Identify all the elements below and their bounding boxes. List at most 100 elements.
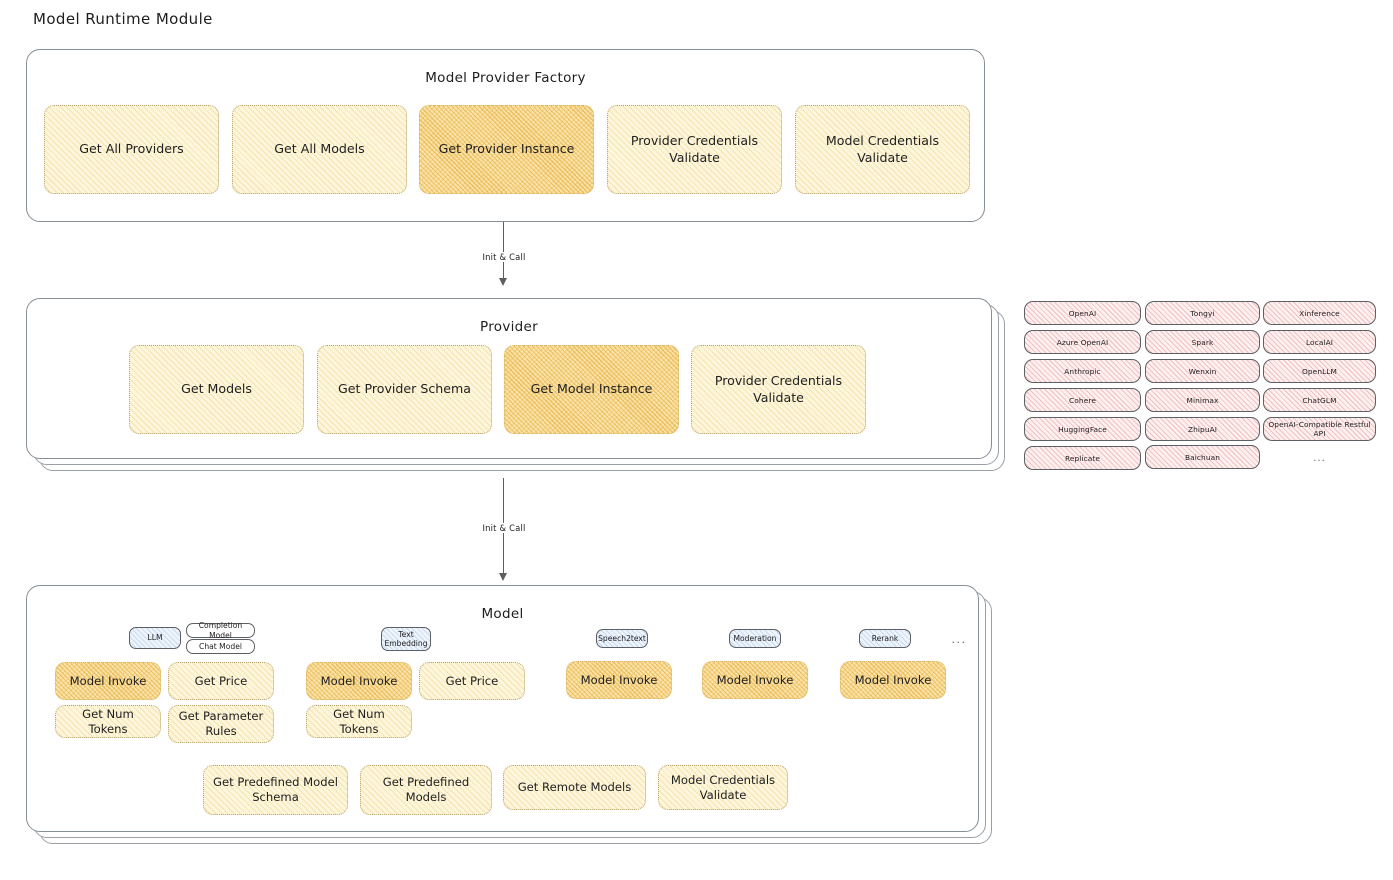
factory-item-label: Get All Providers [79, 141, 184, 157]
model-subtag-chat-model[interactable]: Chat Model [186, 639, 255, 654]
model-group-tag-label: Moderation [733, 633, 777, 643]
model-op-label: Model Invoke [69, 673, 147, 688]
connector-2-label: Init & Call [462, 523, 546, 533]
model-op-text-embedding-get-price[interactable]: Get Price [419, 662, 525, 700]
provider-chip-tongyi[interactable]: Tongyi [1145, 301, 1260, 325]
model-op-rerank-model-invoke[interactable]: Model Invoke [840, 661, 946, 699]
factory-item-label: Model Credentials Validate [825, 133, 940, 165]
provider-chip-openai-compatible-restful-api[interactable]: OpenAI-Compatible Restful API [1263, 417, 1376, 441]
provider-chip-label: ChatGLM [1302, 395, 1337, 405]
model-op-text-embedding-model-invoke[interactable]: Model Invoke [306, 662, 412, 700]
model-op-llm-model-invoke[interactable]: Model Invoke [55, 662, 161, 700]
provider-chip-chatglm[interactable]: ChatGLM [1263, 388, 1376, 412]
factory-item-get-all-providers[interactable]: Get All Providers [44, 105, 219, 194]
page-title: Model Runtime Module [33, 10, 213, 28]
model-common-op-label: Get Predefined Model Schema [213, 775, 338, 804]
model-common-op-label: Model Credentials Validate [670, 772, 776, 802]
model-group-tag-label: Speech2text [598, 633, 646, 643]
model-op-llm-get-price[interactable]: Get Price [168, 662, 274, 700]
provider-item-label: Provider Credentials Validate [714, 373, 843, 405]
model-common-op-get-predefined-models[interactable]: Get Predefined Models [360, 765, 492, 815]
provider-chip-label: OpenAI-Compatible Restful API [1268, 420, 1371, 438]
provider-chip-label: OpenAI [1068, 308, 1097, 318]
model-subtag-label: Chat Model [199, 641, 242, 651]
provider-chip-label: Spark [1191, 337, 1214, 347]
model-common-op-label: Get Remote Models [517, 780, 632, 795]
provider-item-label: Get Model Instance [530, 381, 653, 397]
model-group-tag-text-embedding[interactable]: Text Embedding [381, 627, 431, 651]
provider-chip-anthropic[interactable]: Anthropic [1024, 359, 1141, 383]
factory-item-label: Get All Models [274, 141, 365, 157]
provider-chip-replicate[interactable]: Replicate [1024, 446, 1141, 470]
model-op-speech2text-model-invoke[interactable]: Model Invoke [566, 661, 672, 699]
model-group-tag-llm[interactable]: LLM [129, 627, 181, 649]
model-op-label: Get Price [194, 673, 248, 688]
connector-1-line [503, 222, 505, 280]
factory-item-provider-credentials-validate[interactable]: Provider Credentials Validate [607, 105, 782, 194]
provider-chip-localai[interactable]: LocalAI [1263, 330, 1376, 354]
model-group-tag-moderation[interactable]: Moderation [729, 629, 781, 648]
provider-item-label: Get Provider Schema [338, 381, 471, 397]
provider-chip-label: LocalAI [1305, 337, 1334, 347]
model-op-moderation-model-invoke[interactable]: Model Invoke [702, 661, 808, 699]
model-op-llm-get-num-tokens[interactable]: Get Num Tokens [55, 705, 161, 738]
model-op-label: Get Parameter Rules [178, 709, 264, 738]
provider-title: Provider [480, 319, 538, 335]
provider-chip-label: OpenLLM [1301, 366, 1338, 376]
provider-chip-zhipuai[interactable]: ZhipuAI [1145, 417, 1260, 441]
model-group-tag-rerank[interactable]: Rerank [859, 629, 911, 648]
provider-chip-wenxin[interactable]: Wenxin [1145, 359, 1260, 383]
factory-item-label: Provider Credentials Validate [630, 133, 759, 165]
model-group-tag-label: Text Embedding [384, 629, 428, 648]
provider-chip-minimax[interactable]: Minimax [1145, 388, 1260, 412]
model-groups-more-ellipsis: ... [951, 632, 967, 646]
model-op-text-embedding-get-num-tokens[interactable]: Get Num Tokens [306, 705, 412, 738]
provider-chip-label: Minimax [1186, 395, 1219, 405]
provider-chip-label: ZhipuAI [1187, 424, 1218, 434]
provider-chip-cohere[interactable]: Cohere [1024, 388, 1141, 412]
model-common-op-model-credentials-validate[interactable]: Model Credentials Validate [658, 765, 788, 810]
provider-chip-azure-openai[interactable]: Azure OpenAI [1024, 330, 1141, 354]
model-op-llm-get-parameter-rules[interactable]: Get Parameter Rules [168, 705, 274, 743]
model-op-label: Get Num Tokens [82, 706, 134, 736]
provider-item-get-provider-schema[interactable]: Get Provider Schema [317, 345, 492, 434]
provider-chip-label: Azure OpenAI [1056, 337, 1109, 347]
model-op-label: Model Invoke [320, 673, 398, 688]
model-group-tag-label: LLM [147, 633, 163, 643]
model-subtag-completion-model[interactable]: Completion Model [186, 621, 255, 640]
provider-chip-openllm[interactable]: OpenLLM [1263, 359, 1376, 383]
provider-chip-spark[interactable]: Spark [1145, 330, 1260, 354]
model-group-tag-label: Rerank [871, 633, 899, 643]
provider-chip-xinference[interactable]: Xinference [1263, 301, 1376, 325]
factory-item-get-all-models[interactable]: Get All Models [232, 105, 407, 194]
provider-chip-more-ellipsis: ... [1313, 452, 1326, 464]
factory-item-get-provider-instance[interactable]: Get Provider Instance [419, 105, 594, 194]
model-group-tag-speech2text[interactable]: Speech2text [596, 629, 648, 648]
provider-chip-baichuan[interactable]: Baichuan [1145, 445, 1260, 469]
provider-item-get-model-instance[interactable]: Get Model Instance [504, 345, 679, 434]
model-op-label: Get Price [445, 673, 499, 688]
provider-chip-label: Xinference [1299, 308, 1340, 318]
provider-chip-label: Tongyi [1190, 308, 1215, 318]
provider-item-provider-credentials-validate[interactable]: Provider Credentials Validate [691, 345, 866, 434]
provider-chip-label: Anthropic [1064, 366, 1101, 376]
model-common-op-label: Get Predefined Models [382, 775, 470, 804]
model-op-label: Model Invoke [854, 672, 932, 687]
model-provider-factory-title: Model Provider Factory [425, 70, 586, 86]
connector-1-arrowhead [499, 278, 507, 286]
provider-chip-huggingface[interactable]: HuggingFace [1024, 417, 1141, 441]
factory-item-model-credentials-validate[interactable]: Model Credentials Validate [795, 105, 970, 194]
model-common-op-get-predefined-model-schema[interactable]: Get Predefined Model Schema [203, 765, 348, 815]
provider-chip-label: Cohere [1069, 395, 1096, 405]
factory-item-label: Get Provider Instance [438, 141, 575, 157]
provider-chip-openai[interactable]: OpenAI [1024, 301, 1141, 325]
model-op-label: Model Invoke [580, 672, 658, 687]
provider-item-get-models[interactable]: Get Models [129, 345, 304, 434]
model-subtag-label: Completion Model [198, 621, 243, 640]
provider-chip-label: HuggingFace [1058, 424, 1107, 434]
model-common-op-get-remote-models[interactable]: Get Remote Models [503, 765, 646, 810]
model-title: Model [481, 606, 524, 622]
provider-chip-label: Baichuan [1184, 452, 1221, 462]
connector-1-label: Init & Call [462, 252, 546, 262]
